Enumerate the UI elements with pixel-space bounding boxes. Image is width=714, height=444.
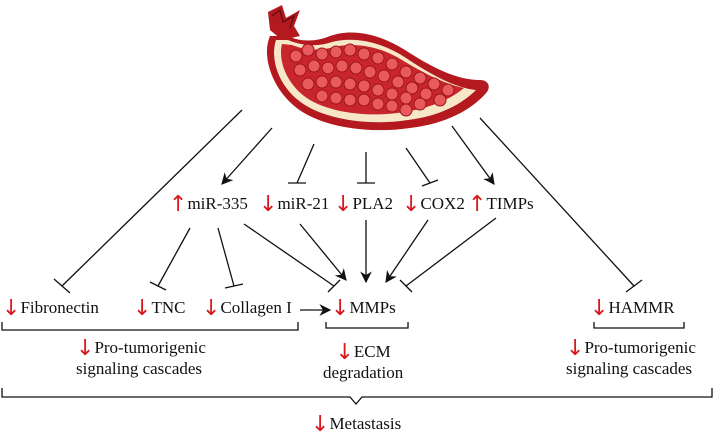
node-protumor-left-line1: Pro-tumorigenic xyxy=(94,338,206,357)
node-mmps-label: MMPs xyxy=(349,298,396,317)
node-metastasis-label: Metastasis xyxy=(329,414,402,433)
node-metastasis: ↓Metastasis xyxy=(311,412,402,437)
down-arrow-icon: ↓ xyxy=(334,192,353,217)
node-timps: ↑TIMPs xyxy=(468,192,534,217)
down-arrow-icon: ↓ xyxy=(133,296,152,321)
node-hammr-label: HAMMR xyxy=(608,298,675,317)
node-mir21: ↓miR-21 xyxy=(259,192,330,217)
node-protumor-left-line2: signaling cascades xyxy=(76,359,203,378)
node-cox2: ↓COX2 xyxy=(402,192,465,217)
node-cox2-label: COX2 xyxy=(420,194,465,213)
node-protumor-right-line2: signaling cascades xyxy=(566,359,693,378)
node-mir21-label: miR-21 xyxy=(277,194,330,213)
down-arrow-icon: ↓ xyxy=(2,296,21,321)
node-pla2: ↓PLA2 xyxy=(334,192,394,217)
node-tnc: ↓TNC xyxy=(133,296,186,321)
down-arrow-icon: ↓ xyxy=(402,192,421,217)
node-tnc-label: TNC xyxy=(151,298,186,317)
node-hammr: ↓HAMMR xyxy=(590,296,675,321)
node-fibronectin: ↓Fibronectin xyxy=(2,296,99,321)
down-arrow-icon: ↓ xyxy=(259,192,278,217)
up-arrow-icon: ↑ xyxy=(468,192,487,217)
pomegranate-icon xyxy=(266,5,489,131)
node-mir335: ↑miR-335 xyxy=(169,192,248,217)
node-ecm-line1: ECM xyxy=(353,342,391,361)
down-arrow-icon: ↓ xyxy=(76,336,95,361)
node-timps-label: TIMPs xyxy=(486,194,534,213)
up-arrow-icon: ↑ xyxy=(169,192,188,217)
node-ecm: ↓ECM degradation xyxy=(323,342,403,383)
node-ecm-line2: degradation xyxy=(323,363,404,382)
node-protumor-left: ↓Pro-tumorigenic signaling cascades xyxy=(76,338,206,379)
down-arrow-icon: ↓ xyxy=(590,296,609,321)
down-arrow-icon: ↓ xyxy=(566,336,585,361)
node-mir335-label: miR-335 xyxy=(187,194,248,213)
node-collagen-label: Collagen I xyxy=(220,298,292,317)
down-arrow-icon: ↓ xyxy=(331,296,350,321)
node-mmps: ↓MMPs xyxy=(331,296,396,321)
node-collagen: ↓Collagen I xyxy=(202,296,292,321)
node-protumor-right: ↓Pro-tumorigenic signaling cascades xyxy=(566,338,696,379)
node-protumor-right-line1: Pro-tumorigenic xyxy=(584,338,696,357)
down-arrow-icon: ↓ xyxy=(311,412,330,437)
down-arrow-icon: ↓ xyxy=(335,340,354,365)
node-pla2-label: PLA2 xyxy=(352,194,394,213)
node-fibronectin-label: Fibronectin xyxy=(20,298,99,317)
down-arrow-icon: ↓ xyxy=(202,296,221,321)
